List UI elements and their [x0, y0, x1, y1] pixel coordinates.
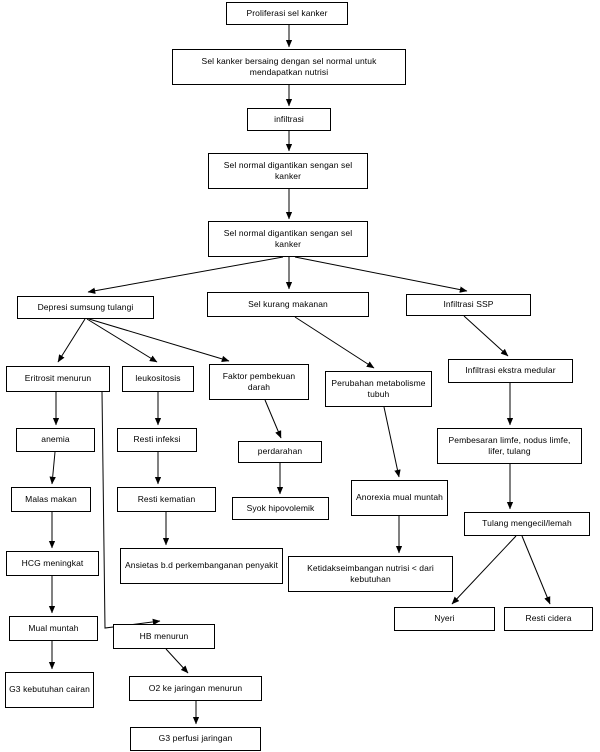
flowchart-node-n1[interactable]: Proliferasi sel kanker — [226, 2, 348, 25]
flowchart-node-n20[interactable]: Syok hipovolemik — [232, 497, 329, 520]
flowchart-node-label: Infiltrasi ekstra medular — [465, 365, 556, 376]
flowchart-node-label: Sel normal digantikan sengan sel kanker — [223, 227, 353, 249]
flowchart-node-n22[interactable]: Tulang mengecil/lemah — [464, 512, 590, 536]
flowchart-node-label: leukositosis — [135, 373, 181, 384]
flowchart-node-n31[interactable]: O2 ke jaringan menurun — [129, 676, 262, 701]
flowchart-node-label: perdarahan — [257, 446, 303, 457]
flowchart-node-n29[interactable]: Resti cidera — [504, 607, 593, 631]
flowchart-node-label: Ketidakseimbangan nutrisi < dari kebutuh… — [307, 562, 434, 584]
flowchart-node-label: Ansietas b.d perkembanganan penyakit — [125, 560, 278, 571]
flowchart-node-n13[interactable]: Infiltrasi ekstra medular — [448, 359, 573, 383]
flowchart-node-label: Syok hipovolemik — [246, 502, 315, 513]
flowchart-node-n25[interactable]: Ketidakseimbangan nutrisi < dari kebutuh… — [288, 556, 453, 592]
flowchart-node-label: Resti infeksi — [133, 434, 181, 445]
flowchart-node-n19[interactable]: Resti kematian — [117, 487, 216, 512]
flowchart-node-n26[interactable]: Mual muntah — [9, 616, 98, 641]
flowchart-node-n11[interactable]: Faktor pembekuan darah — [209, 364, 309, 400]
flowchart-node-n7[interactable]: Sel kurang makanan — [207, 292, 369, 317]
flowchart-node-n21[interactable]: Anorexia mual muntah — [351, 480, 448, 516]
flowchart-node-label: Tulang mengecil/lemah — [482, 518, 572, 529]
flow-arrow-n8-to-n13 — [463, 315, 509, 357]
flowchart-node-n14[interactable]: anemia — [16, 428, 95, 452]
flowchart-node-n2[interactable]: Sel kanker bersaing dengan sel normal un… — [172, 49, 406, 85]
flow-arrow-n7-to-n12 — [294, 316, 375, 369]
flowchart-node-label: anemia — [41, 434, 70, 445]
flow-arrow-n6-to-n9 — [57, 318, 86, 363]
flow-arrow-n27-to-n31 — [165, 648, 189, 674]
flowchart-node-label: HCG meningkat — [21, 557, 84, 568]
flow-arrow-n5-to-n6 — [87, 256, 284, 294]
flow-arrow-n14-to-n18 — [49, 451, 56, 485]
flowchart-node-n28[interactable]: Nyeri — [394, 607, 495, 631]
flowchart-node-n10[interactable]: leukositosis — [122, 366, 194, 392]
flow-arrow-n22-to-n28 — [451, 535, 517, 605]
flowchart-node-label: G3 perfusi jaringan — [158, 733, 233, 744]
flowchart-node-label: Resti kematian — [137, 493, 196, 504]
flow-arrow-n6-to-n10 — [86, 318, 158, 363]
edge-layer — [48, 25, 551, 725]
flowchart-node-n15[interactable]: Resti infeksi — [117, 428, 197, 452]
flow-arrow-n9-to-n27 — [101, 391, 161, 629]
flowchart-node-n30[interactable]: G3 kebutuhan cairan — [5, 672, 94, 708]
flow-arrow-n22-to-n29 — [521, 535, 551, 605]
flowchart-node-n24[interactable]: Ansietas b.d perkembanganan penyakit — [120, 548, 283, 584]
flowchart-node-n3[interactable]: infiltrasi — [247, 108, 331, 131]
flowchart-node-n8[interactable]: Infiltrasi SSP — [406, 294, 531, 316]
flowchart-node-label: Nyeri — [434, 613, 455, 624]
flowchart-node-label: Infiltrasi SSP — [443, 299, 494, 310]
flowchart-node-label: Depresi sumsung tulangi — [37, 301, 134, 312]
flowchart-node-label: O2 ke jaringan menurun — [148, 682, 243, 693]
flowchart-node-label: Eritrosit menurun — [24, 373, 92, 384]
flowchart-node-n16[interactable]: perdarahan — [238, 441, 322, 463]
flowchart-node-label: infiltrasi — [274, 113, 304, 124]
flow-arrow-n5-to-n8 — [294, 256, 468, 293]
flowchart-node-label: Pembesaran limfe, nodus limfe, lifer, tu… — [448, 434, 571, 456]
flowchart-node-n27[interactable]: HB menurun — [113, 624, 215, 649]
flow-arrow-n6-to-n11 — [88, 318, 230, 362]
flowchart-node-label: Proliferasi sel kanker — [246, 7, 328, 18]
flowchart-node-label: Faktor pembekuan darah — [222, 370, 296, 392]
flowchart-node-label: Perubahan metabolisme tubuh — [331, 377, 426, 399]
flowchart-node-n17[interactable]: Pembesaran limfe, nodus limfe, lifer, tu… — [437, 428, 582, 464]
flowchart-node-n18[interactable]: Malas makan — [11, 487, 91, 512]
flowchart-node-label: Sel kanker bersaing dengan sel normal un… — [201, 55, 377, 77]
flowchart-node-label: Sel kurang makanan — [248, 298, 328, 309]
flow-arrow-n12-to-n21 — [383, 406, 401, 478]
flowchart-node-n23[interactable]: HCG meningkat — [6, 551, 99, 576]
flowchart-node-n6[interactable]: Depresi sumsung tulangi — [17, 296, 154, 319]
flowchart-node-label: Mual muntah — [28, 622, 79, 633]
flowchart-node-label: G3 kebutuhan cairan — [9, 684, 90, 695]
flowchart-node-n5[interactable]: Sel normal digantikan sengan sel kanker — [208, 221, 368, 257]
flowchart-node-n9[interactable]: Eritrosit menurun — [6, 366, 110, 392]
flowchart-node-label: Resti cidera — [525, 613, 572, 624]
flowchart-node-n4[interactable]: Sel normal digantikan sengan sel kanker — [208, 153, 368, 189]
flowchart-node-label: Sel normal digantikan sengan sel kanker — [223, 159, 353, 181]
flowchart-node-label: HB menurun — [139, 630, 189, 641]
flowchart-node-label: Malas makan — [25, 493, 77, 504]
flowchart-node-n32[interactable]: G3 perfusi jaringan — [130, 727, 261, 751]
flowchart-node-n12[interactable]: Perubahan metabolisme tubuh — [325, 371, 432, 407]
flowchart-node-label: Anorexia mual muntah — [355, 492, 444, 503]
flow-arrow-n11-to-n16 — [264, 399, 282, 439]
